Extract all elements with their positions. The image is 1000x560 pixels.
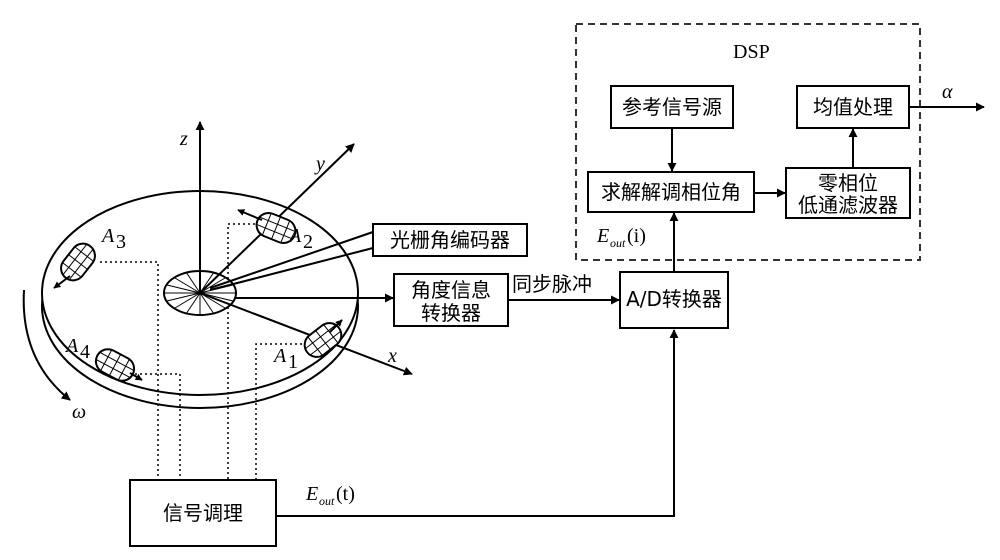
e-out-t-main: E [305,483,318,505]
signal-conditioning-block: 信号调理 [129,479,277,547]
adc-label: A/D转换器 [626,287,722,311]
wire-a4 [135,373,181,480]
sensor-a2-name: A [287,225,302,247]
axis-z-label: z [179,128,188,150]
angle-converter-label-line2: 转换器 [421,301,481,325]
e-out-i-sub: out [610,236,626,250]
e-out-t-label: E out (t) [305,483,355,508]
sensor-a1-name: A [272,345,287,367]
angle-converter-label-line1: 角度信息 [411,278,491,302]
signal-conditioning-label: 信号调理 [163,501,243,525]
encoder-label: 光栅角编码器 [390,228,510,252]
mean-processing-label: 均值处理 [813,95,893,119]
rotation-arrow [22,289,71,401]
reference-source-block: 参考信号源 [610,85,734,129]
wire-a1 [255,343,312,480]
angle-converter-block: 角度信息 转换器 [393,273,509,327]
wire-a2 [227,223,260,480]
lowpass-filter-label-line1: 零相位 [818,171,878,195]
e-out-i-main: E [596,225,609,247]
encoder-leader-1 [209,231,374,289]
sensor-a3-name: A [100,225,115,247]
sensor-a1: A 1 [272,319,343,373]
axis-y-label: y [314,153,325,175]
output-alpha-label: α [942,81,953,103]
mean-processing-block: 均值处理 [796,85,910,129]
sync-pulse-label: 同步脉冲 [512,272,592,296]
e-out-t-sub: out [319,494,335,508]
arrow-signal-to-adc [276,329,679,517]
encoder-leader-2 [209,247,374,291]
encoder-block: 光栅角编码器 [372,223,528,257]
omega-label: ω [72,401,86,423]
sensor-a4: A 4 [64,335,143,382]
sensor-a1-index: 1 [288,351,298,373]
e-out-i-suffix: (i) [627,225,646,247]
axis-x-label: x [387,345,397,367]
sensor-a4-name: A [64,335,79,357]
e-out-t-suffix: (t) [336,483,355,505]
sensor-a3: A 3 [53,225,126,289]
sensor-a2: A 2 [237,209,313,253]
sensor-a2-index: 2 [303,231,313,253]
reference-source-label: 参考信号源 [622,95,722,119]
adc-block: A/D转换器 [619,271,729,329]
demod-phase-block: 求解解调相位角 [587,171,755,213]
lowpass-filter-label-line2: 低通滤波器 [798,193,898,217]
sensor-a4-index: 4 [80,341,90,363]
dsp-region [575,23,921,261]
axis-x [199,292,413,376]
sensor-a3-index: 3 [116,231,126,253]
dsp-label: DSP [733,41,770,63]
lowpass-filter-block: 零相位 低通滤波器 [785,167,911,219]
e-out-i-label: E out (i) [596,225,646,250]
demod-phase-label: 求解解调相位角 [601,180,741,204]
